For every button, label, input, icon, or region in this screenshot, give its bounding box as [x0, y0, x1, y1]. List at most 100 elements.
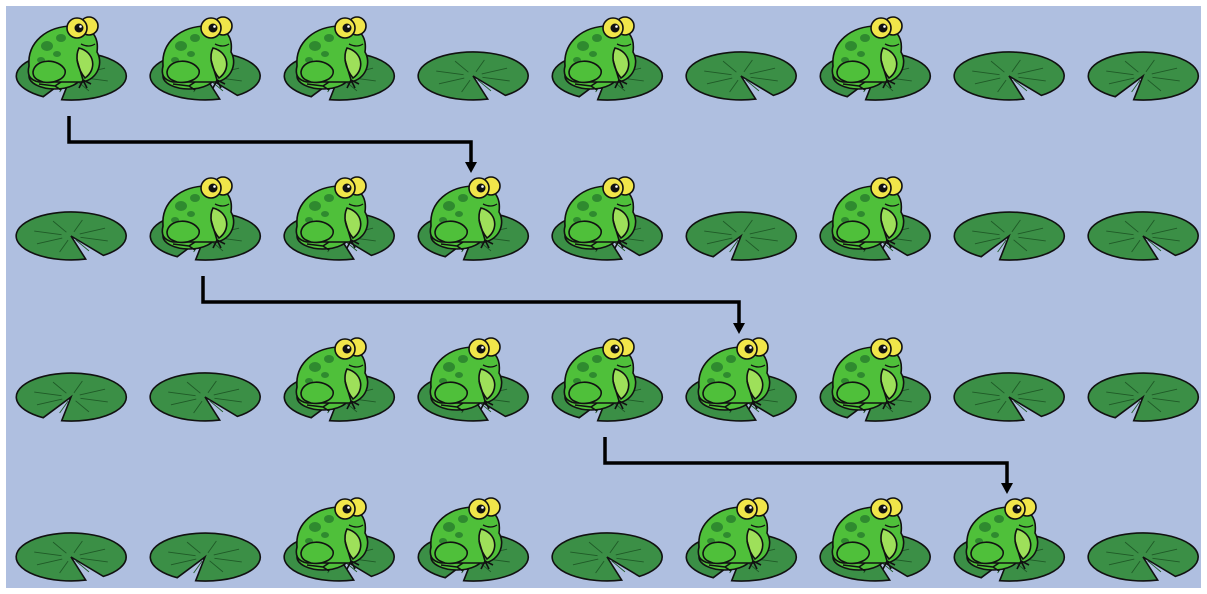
- frog-eye-glint: [481, 346, 484, 349]
- frog-spot: [324, 34, 334, 42]
- frog-spot: [857, 372, 865, 378]
- lily-pad: [150, 533, 260, 581]
- frog-eye-glint: [347, 25, 350, 28]
- frog-spot: [321, 211, 329, 217]
- empty-pad: [1088, 52, 1198, 100]
- lily-pad: [1088, 533, 1198, 581]
- lily-pad: [686, 212, 796, 260]
- frog-pupil: [879, 345, 888, 354]
- frog-spot: [577, 362, 589, 372]
- lily-pad: [552, 533, 662, 581]
- lily-pad: [954, 52, 1064, 100]
- frog-eye-glint: [79, 25, 82, 28]
- frog-thigh: [837, 542, 869, 563]
- frog-thigh: [435, 221, 467, 242]
- frog-spot: [857, 532, 865, 538]
- frog-pupil: [745, 345, 754, 354]
- frog-eye-glint: [749, 346, 752, 349]
- frog-spot: [726, 515, 736, 523]
- frog-spot: [443, 522, 455, 532]
- empty-pad: [1088, 212, 1198, 260]
- frog-spot: [577, 41, 589, 51]
- frog-eye-glint: [347, 506, 350, 509]
- frog-thigh: [971, 542, 1003, 563]
- frog-eye-glint: [883, 185, 886, 188]
- frog-spot: [857, 211, 865, 217]
- frog-thigh: [301, 542, 333, 563]
- frog-thigh: [703, 542, 735, 563]
- frog-pupil: [879, 184, 888, 193]
- frog-pupil: [477, 184, 486, 193]
- frog-eye-glint: [1017, 506, 1020, 509]
- frog-spot: [455, 211, 463, 217]
- frog-spot: [190, 34, 200, 42]
- frog-spot: [175, 41, 187, 51]
- frog-spot: [723, 532, 731, 538]
- empty-pad: [1088, 373, 1198, 421]
- frog-eye-glint: [213, 25, 216, 28]
- frog-thigh: [167, 61, 199, 82]
- empty-pad: [16, 373, 126, 421]
- frog-spot: [994, 515, 1004, 523]
- empty-pad: [954, 373, 1064, 421]
- frog-pupil: [477, 345, 486, 354]
- frog-spot: [592, 194, 602, 202]
- frog-pupil: [75, 24, 84, 33]
- frog-pupil: [209, 184, 218, 193]
- empty-pad: [686, 52, 796, 100]
- frog-thigh: [301, 61, 333, 82]
- frog-spot: [321, 532, 329, 538]
- empty-pad: [16, 212, 126, 260]
- frog-spot: [190, 194, 200, 202]
- frog-pupil: [343, 184, 352, 193]
- frog-spot: [589, 51, 597, 57]
- frog-spot: [324, 515, 334, 523]
- frog-spot: [175, 201, 187, 211]
- frog-pupil: [611, 345, 620, 354]
- frog-eye-glint: [481, 506, 484, 509]
- frog-spot: [455, 372, 463, 378]
- frog-spot: [455, 532, 463, 538]
- frog-spot: [845, 362, 857, 372]
- frog-spot: [726, 355, 736, 363]
- empty-pad: [150, 373, 260, 421]
- frog-pupil: [1013, 505, 1022, 514]
- frog-thigh: [703, 382, 735, 403]
- frog-spot: [309, 201, 321, 211]
- frog-spot: [309, 522, 321, 532]
- frog-spot: [845, 41, 857, 51]
- frog-spot: [711, 362, 723, 372]
- frog-spot: [41, 41, 53, 51]
- lily-pad: [954, 373, 1064, 421]
- frog-spot: [324, 194, 334, 202]
- frog-thigh: [837, 221, 869, 242]
- frog-spot: [324, 355, 334, 363]
- lily-pad: [150, 373, 260, 421]
- frog-spot: [860, 194, 870, 202]
- frog-thigh: [167, 221, 199, 242]
- empty-pad: [954, 212, 1064, 260]
- lily-pad: [16, 212, 126, 260]
- frog-spot: [979, 522, 991, 532]
- frog-spot: [860, 515, 870, 523]
- empty-pad: [150, 533, 260, 581]
- frog-thigh: [837, 382, 869, 403]
- frog-eye-glint: [213, 185, 216, 188]
- frog-spot: [723, 372, 731, 378]
- lily-pad: [1088, 212, 1198, 260]
- frog-spot: [991, 532, 999, 538]
- frog-pupil: [343, 505, 352, 514]
- frog-pupil: [879, 505, 888, 514]
- frog-pupil: [611, 184, 620, 193]
- frog-thigh: [569, 61, 601, 82]
- empty-pad: [552, 533, 662, 581]
- frog-spot: [309, 41, 321, 51]
- lily-pad: [16, 373, 126, 421]
- empty-pad: [1088, 533, 1198, 581]
- frog-spot: [458, 515, 468, 523]
- frog-spot: [711, 522, 723, 532]
- frog-spot: [860, 34, 870, 42]
- frog-eye-glint: [347, 185, 350, 188]
- frog-pupil: [879, 24, 888, 33]
